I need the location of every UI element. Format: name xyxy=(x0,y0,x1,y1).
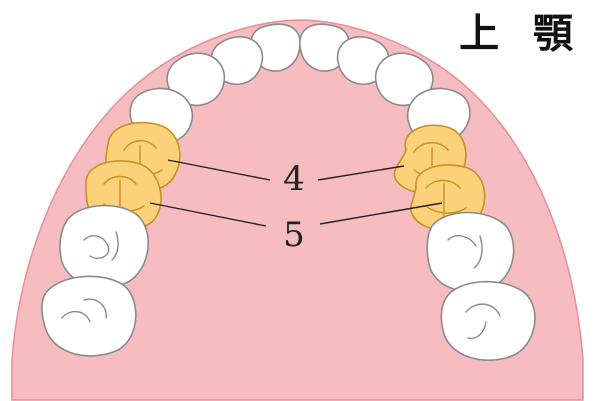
molar-2-right xyxy=(42,276,136,356)
molar-2-left xyxy=(441,282,535,361)
molar-1-left xyxy=(427,213,513,292)
label-second-premolar: 5 xyxy=(283,215,305,255)
label-first-premolar: 4 xyxy=(283,159,305,199)
molar-1-right xyxy=(60,206,148,288)
